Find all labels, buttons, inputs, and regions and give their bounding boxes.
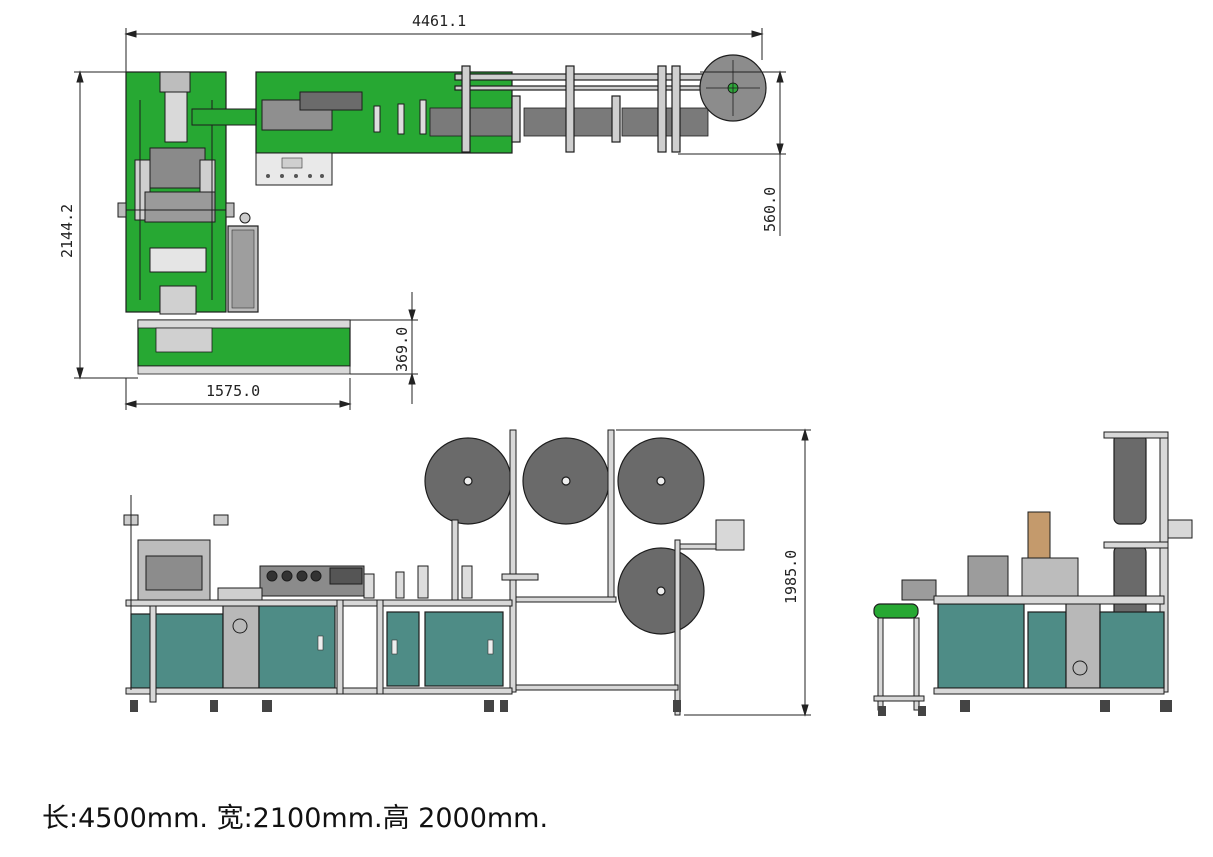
front-view-cabinet-2 [258,603,336,689]
top-view-fabric-web-1 [429,107,517,137]
dim-conveyor-length [124,378,352,410]
dim-overall-length [124,28,764,72]
top-view-unwind-rails [454,65,706,153]
dim-conveyor-length-label: 1575.0 [206,382,260,400]
front-view: 1985.0 [123,428,811,717]
front-view-upper-mechanism [123,495,473,690]
top-view: 4461.1 2144.2 560.0 369.0 [58,12,786,410]
side-view-cabinet-2 [1027,611,1067,689]
dim-conveyor-depth-label: 369.0 [393,327,411,372]
dim-overall-length-label: 4461.1 [412,12,466,30]
side-view [873,431,1193,716]
dim-conveyor-depth [350,292,418,404]
side-view-green-roller [873,603,919,619]
dimensions-caption: 长:4500mm. 宽:2100mm.高 2000mm. [42,803,549,834]
side-reel-upper [1113,433,1147,525]
dim-unwind-offset-label: 560.0 [761,187,779,232]
dim-overall-height [616,428,811,717]
side-view-cabinet-3 [1099,611,1165,689]
side-view-cabinet-1 [937,603,1025,689]
front-view-grey-panel [222,603,260,689]
side-view-grey-panel [1065,601,1101,689]
dim-overall-depth [74,70,138,380]
top-view-mechanics [117,71,251,315]
front-view-reel-frame [451,429,745,716]
dim-overall-depth-label: 2144.2 [58,204,76,258]
dim-overall-height-label: 1985.0 [782,550,800,604]
front-view-reels [424,437,705,635]
front-view-casters [130,700,681,712]
dim-unwind-offset [678,70,786,236]
front-view-rails [125,599,513,703]
front-view-cabinet-1 [130,613,224,689]
top-view-transfer-belt [191,108,259,126]
top-view-rollers [261,91,427,135]
